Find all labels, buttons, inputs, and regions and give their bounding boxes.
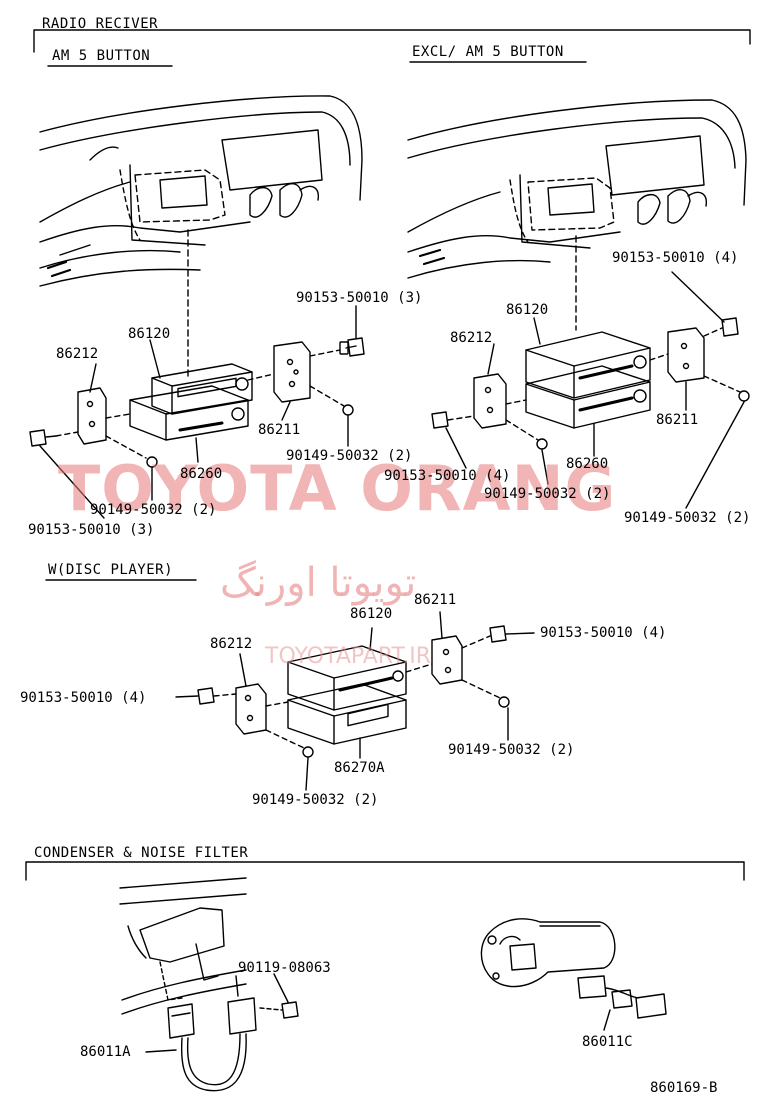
condenser-illustration bbox=[119, 877, 299, 1092]
watermark-brand-fa: تویوتا اورنگ bbox=[220, 560, 417, 606]
part-label-b-90149-right: 90149-50032 (2) bbox=[624, 510, 751, 526]
screw-c-small-1 bbox=[302, 746, 314, 758]
watermark-brand: TOYOTA ORANG bbox=[58, 452, 617, 525]
part-label-a-90153-top: 90153-50010 (3) bbox=[296, 290, 423, 306]
section-title-radio: RADIO RECIVER bbox=[42, 16, 159, 32]
part-label-a-90149-bottom: 90149-50032 (2) bbox=[90, 502, 217, 518]
part-label-d-90119: 90119-08063 bbox=[238, 960, 331, 976]
part-label-c-86270a: 86270A bbox=[334, 760, 385, 776]
section-frame-condenser bbox=[25, 861, 745, 881]
part-label-a-90153-bottom: 90153-50010 (3) bbox=[28, 522, 155, 538]
noise-filter-illustration bbox=[480, 918, 667, 1031]
watermark-site: TOYOTAPART.IR bbox=[265, 644, 432, 669]
section-title-am5: AM 5 BUTTON bbox=[52, 48, 151, 64]
section-title-disc: W(DISC PLAYER) bbox=[48, 562, 174, 578]
part-label-b-90153: 90153-50010 (4) bbox=[384, 468, 511, 484]
part-label-d-86011c: 86011C bbox=[582, 1034, 633, 1050]
part-label-b-86211: 86211 bbox=[656, 412, 699, 428]
screw-c-left bbox=[197, 687, 215, 705]
part-label-b-86260: 86260 bbox=[566, 456, 609, 472]
screw-a-small-1 bbox=[146, 456, 158, 468]
screw-b-left bbox=[431, 411, 449, 429]
part-label-a-86260: 86260 bbox=[180, 466, 223, 482]
dashboard-illustration-left bbox=[39, 95, 363, 287]
part-label-c-90153-left: 90153-50010 (4) bbox=[20, 690, 147, 706]
assembly-excl-am5 bbox=[431, 235, 750, 509]
drawing-code: 860169-B bbox=[650, 1080, 718, 1096]
screw-c-right bbox=[489, 625, 507, 643]
part-label-c-86120: 86120 bbox=[350, 606, 393, 622]
assembly-am5 bbox=[29, 229, 365, 519]
section-title-condenser: CONDENSER & NOISE FILTER bbox=[34, 845, 249, 861]
part-label-a-86120: 86120 bbox=[128, 326, 171, 342]
part-label-c-90149-left: 90149-50032 (2) bbox=[252, 792, 379, 808]
part-label-b-86120: 86120 bbox=[506, 302, 549, 318]
part-label-d-86011a: 86011A bbox=[80, 1044, 131, 1060]
part-label-c-86212: 86212 bbox=[210, 636, 253, 652]
part-label-b-90153-top: 90153-50010 (4) bbox=[612, 250, 739, 266]
section-frame-radio bbox=[33, 29, 751, 67]
part-label-c-90149-right: 90149-50032 (2) bbox=[448, 742, 575, 758]
part-label-a-90149: 90149-50032 (2) bbox=[286, 448, 413, 464]
screw-b-small-2 bbox=[738, 390, 750, 402]
screw-d bbox=[281, 1001, 299, 1019]
part-label-c-90153-right: 90153-50010 (4) bbox=[540, 625, 667, 641]
assembly-disc-player bbox=[175, 611, 535, 791]
part-label-c-86211: 86211 bbox=[414, 592, 457, 608]
section-title-excl: EXCL/ AM 5 BUTTON bbox=[412, 44, 564, 60]
part-label-b-86212: 86212 bbox=[450, 330, 493, 346]
screw-a-top bbox=[339, 337, 365, 357]
part-label-a-86211: 86211 bbox=[258, 422, 301, 438]
part-label-b-90149-mid: 90149-50032 (2) bbox=[484, 486, 611, 502]
screw-c-small-2 bbox=[498, 696, 510, 708]
dashboard-illustration-right bbox=[407, 99, 747, 279]
screw-b-small-1 bbox=[536, 438, 548, 450]
screw-a-left bbox=[29, 429, 57, 447]
screw-b-top bbox=[721, 317, 739, 337]
screw-a-small-2 bbox=[342, 404, 354, 416]
part-label-a-86212: 86212 bbox=[56, 346, 99, 362]
